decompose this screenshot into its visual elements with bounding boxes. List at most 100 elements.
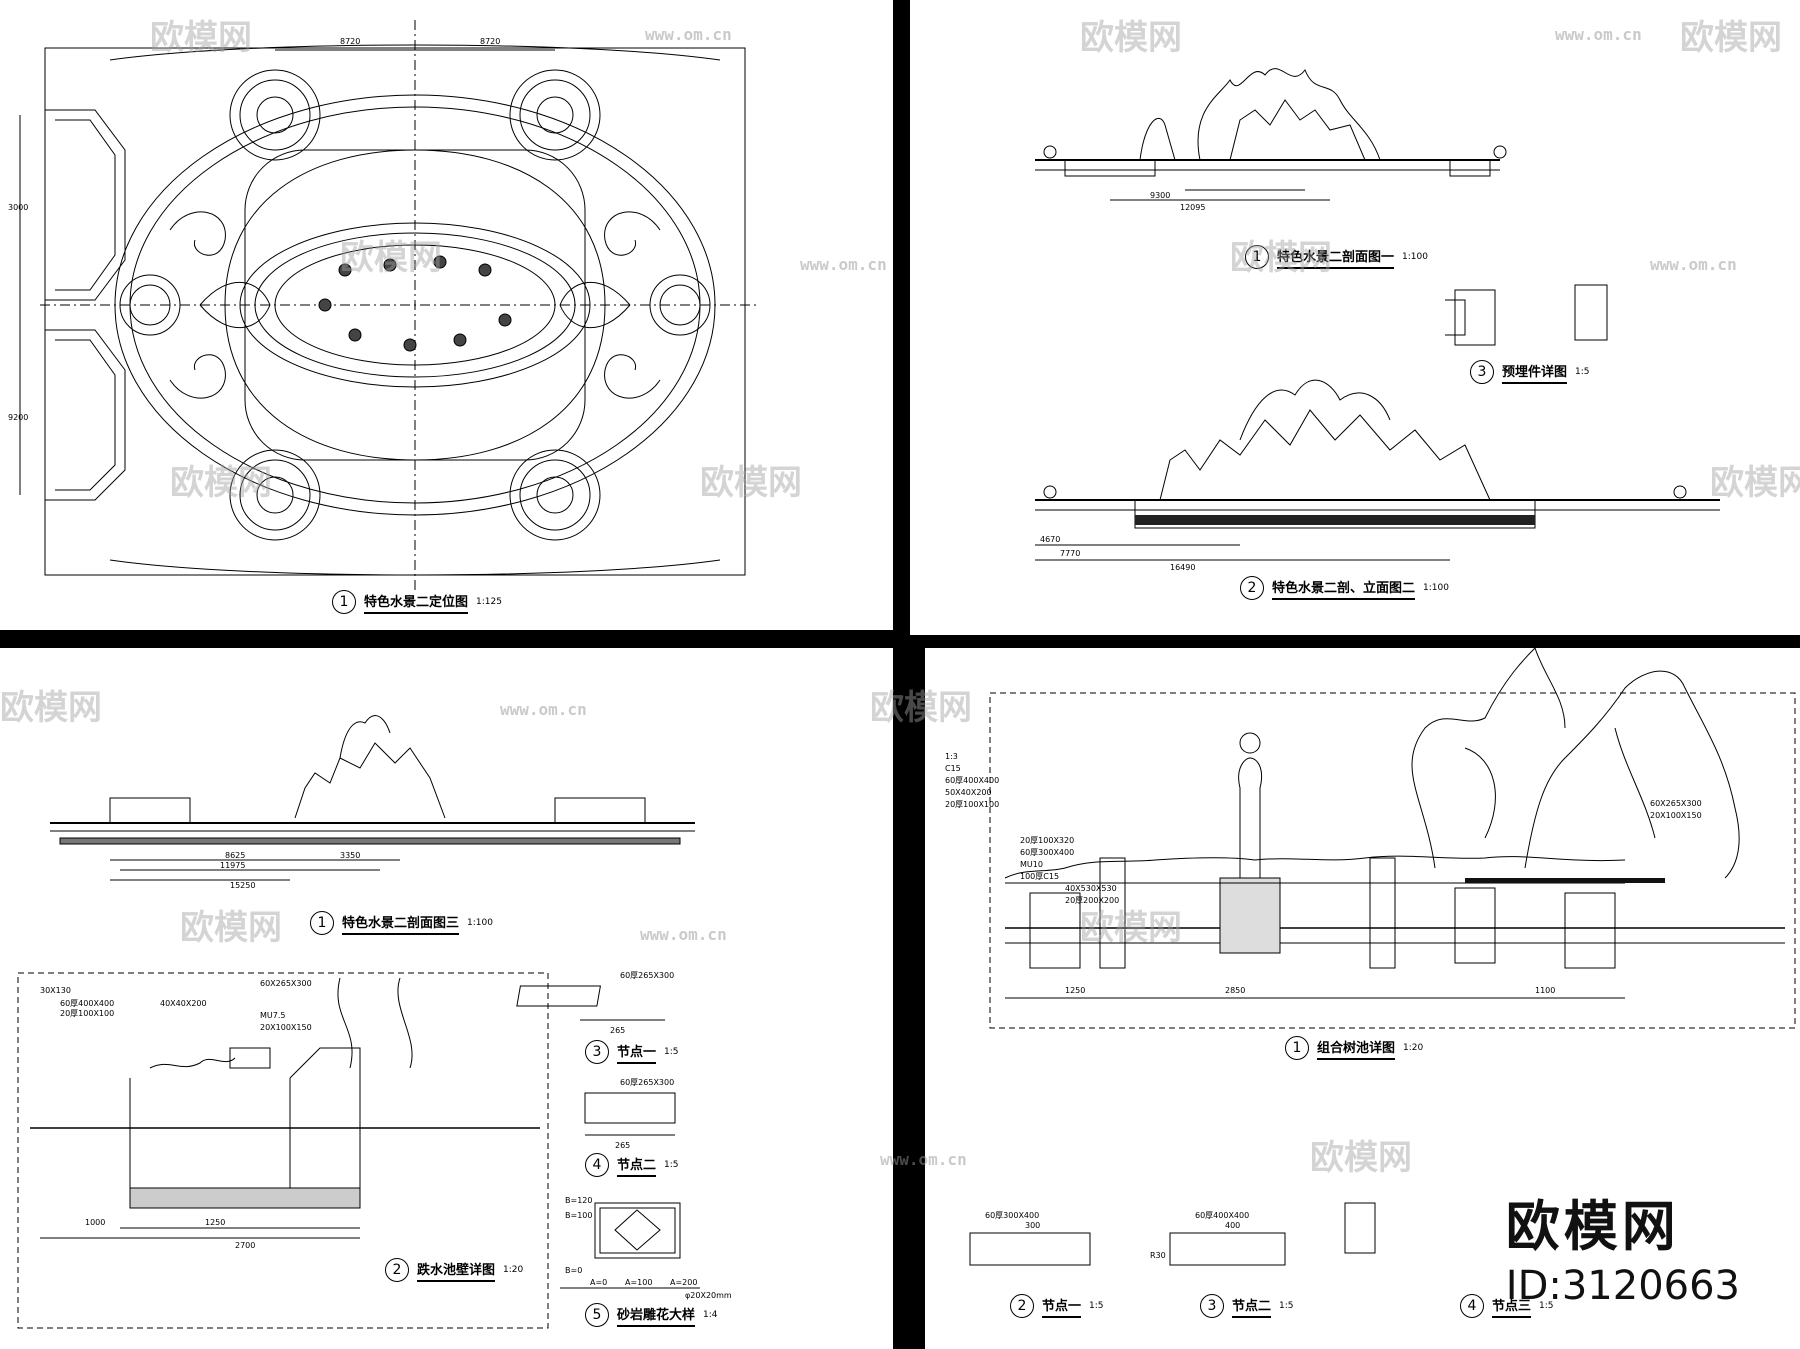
material-label: 20厚100X100 xyxy=(945,800,999,809)
dim-label: 1250 xyxy=(1065,986,1085,995)
caption-title: 组合树池详图 xyxy=(1317,1037,1396,1060)
caption-section-2: 2 特色水景二剖、立面图二 1:100 xyxy=(1240,576,1449,600)
sheet-top-left: 8720 8720 3000 9200 1 特色水景二定位图 1:125 xyxy=(0,0,893,630)
node-spec: 60厚265X300 xyxy=(620,1078,674,1087)
material-label: 20X100X150 xyxy=(260,1023,312,1032)
caption-node-2: 4 节点二 1:5 xyxy=(585,1153,679,1177)
dim-label: 4670 xyxy=(1040,535,1060,544)
caption-scale: 1:20 xyxy=(503,1265,524,1275)
caption-scale: 1:100 xyxy=(1402,252,1428,262)
material-label: MU10 xyxy=(1020,860,1043,869)
dim-label: 2700 xyxy=(235,1241,255,1250)
caption-scale: 1:5 xyxy=(1575,367,1590,377)
material-label: 50X40X200 xyxy=(945,788,992,797)
dim-label: 8720 xyxy=(480,37,500,46)
caption-node-three: 4 节点三 1:5 xyxy=(1460,1294,1554,1318)
caption-number: 1 xyxy=(1285,1036,1309,1060)
material-label: MU7.5 xyxy=(260,1011,285,1020)
dim-label: R30 xyxy=(1150,1251,1166,1260)
dim-label: 9200 xyxy=(8,413,28,422)
caption-detail-3: 3 预埋件详图 1:5 xyxy=(1470,360,1590,384)
carving-label: φ20X20mm xyxy=(685,1291,732,1300)
dim-label: 1100 xyxy=(1535,986,1555,995)
caption-scale: 1:5 xyxy=(664,1160,679,1170)
caption-scale: 1:5 xyxy=(1539,1301,1554,1311)
caption-number: 2 xyxy=(385,1258,409,1282)
caption-scale: 1:125 xyxy=(476,597,502,607)
material-label: 100厚C15 xyxy=(1020,872,1059,881)
caption-title: 节点三 xyxy=(1492,1295,1532,1318)
caption-number: 2 xyxy=(1010,1294,1034,1318)
caption-wall-detail: 2 跌水池壁详图 1:20 xyxy=(385,1258,523,1282)
caption-number: 1 xyxy=(332,590,356,614)
dim-label: 7770 xyxy=(1060,549,1080,558)
material-label: 60X265X300 xyxy=(1650,799,1702,808)
caption-title: 节点二 xyxy=(1232,1295,1272,1318)
carving-label: A=200 xyxy=(670,1278,697,1287)
dim-label: 12095 xyxy=(1180,203,1205,212)
caption-section-3: 1 特色水景二剖面图三 1:100 xyxy=(310,911,493,935)
site-plan-drawing: 8720 8720 3000 9200 xyxy=(8,20,760,590)
dim-label: 265 xyxy=(615,1141,630,1150)
caption-title: 节点二 xyxy=(617,1154,657,1177)
material-label: C15 xyxy=(945,764,961,773)
caption-title: 特色水景二定位图 xyxy=(364,591,469,614)
caption-number: 2 xyxy=(1240,576,1264,600)
carving-label: A=100 xyxy=(625,1278,652,1287)
material-label: 40X530X530 xyxy=(1065,884,1117,893)
caption-node-two: 3 节点二 1:5 xyxy=(1200,1294,1294,1318)
caption-section-1: 1 特色水景二剖面图一 1:100 xyxy=(1245,245,1428,269)
dim-label: 2850 xyxy=(1225,986,1245,995)
carving-label: B=100 xyxy=(565,1211,592,1220)
material-label: 60厚400X400 xyxy=(60,999,114,1008)
caption-title: 特色水景二剖、立面图二 xyxy=(1272,577,1416,600)
dim-label: 8720 xyxy=(340,37,360,46)
caption-node-one: 2 节点一 1:5 xyxy=(1010,1294,1104,1318)
material-label: 20厚100X320 xyxy=(1020,836,1074,845)
carving-label: A=0 xyxy=(590,1278,607,1287)
caption-title: 砂岩雕花大样 xyxy=(617,1304,696,1327)
caption-title: 特色水景二剖面图三 xyxy=(342,912,460,935)
dim-label: 8625 xyxy=(225,851,245,860)
sheet-top-right: 9300 12095 4670 7770 16490 1 特色水景二剖面图一 1… xyxy=(910,0,1800,635)
material-label: 20厚200X200 xyxy=(1065,896,1119,905)
dim-label: 16490 xyxy=(1170,563,1195,572)
dim-label: 9300 xyxy=(1150,191,1170,200)
dim-label: 3000 xyxy=(8,203,28,212)
caption-number: 4 xyxy=(1460,1294,1484,1318)
material-label: 20厚100X100 xyxy=(60,1009,114,1018)
caption-title: 跌水池壁详图 xyxy=(417,1259,496,1282)
caption-scale: 1:5 xyxy=(1279,1301,1294,1311)
brand-name: 欧模网 xyxy=(1505,1195,1680,1258)
dim-label: 300 xyxy=(1025,1221,1040,1230)
caption-node-1: 3 节点一 1:5 xyxy=(585,1040,679,1064)
carving-label: B=0 xyxy=(565,1266,582,1275)
sheet-bottom-left: 8625 3350 11975 15250 1000 1250 2700 265… xyxy=(0,648,893,1349)
caption-site-plan: 1 特色水景二定位图 1:125 xyxy=(332,590,502,614)
dim-label: 3350 xyxy=(340,851,360,860)
wall-detail-drawings: 8625 3350 11975 15250 1000 1250 2700 265… xyxy=(17,715,732,1329)
material-label: 1:3 xyxy=(945,752,958,761)
caption-scale: 1:20 xyxy=(1403,1043,1424,1053)
dim-label: 400 xyxy=(1225,1221,1240,1230)
caption-title: 预埋件详图 xyxy=(1502,361,1568,384)
caption-number: 1 xyxy=(310,911,334,935)
material-label: 40X40X200 xyxy=(160,999,207,1008)
caption-scale: 1:5 xyxy=(664,1047,679,1057)
caption-number: 4 xyxy=(585,1153,609,1177)
caption-number: 1 xyxy=(1245,245,1269,269)
caption-number: 3 xyxy=(1200,1294,1224,1318)
caption-number: 3 xyxy=(1470,360,1494,384)
caption-title: 特色水景二剖面图一 xyxy=(1277,246,1395,269)
plan-frame xyxy=(44,47,746,576)
brand-overlay: 欧模网 ID:3120663 xyxy=(1506,1182,1740,1309)
material-label: 20X100X150 xyxy=(1650,811,1702,820)
material-label: 60厚400X400 xyxy=(945,776,999,785)
caption-number: 5 xyxy=(585,1303,609,1327)
caption-scale: 1:100 xyxy=(467,918,493,928)
brand-id: ID:3120663 xyxy=(1505,1263,1740,1309)
node-spec: 60厚265X300 xyxy=(620,971,674,980)
caption-title: 节点一 xyxy=(1042,1295,1082,1318)
caption-tree-pool: 1 组合树池详图 1:20 xyxy=(1285,1036,1423,1060)
caption-number: 3 xyxy=(585,1040,609,1064)
